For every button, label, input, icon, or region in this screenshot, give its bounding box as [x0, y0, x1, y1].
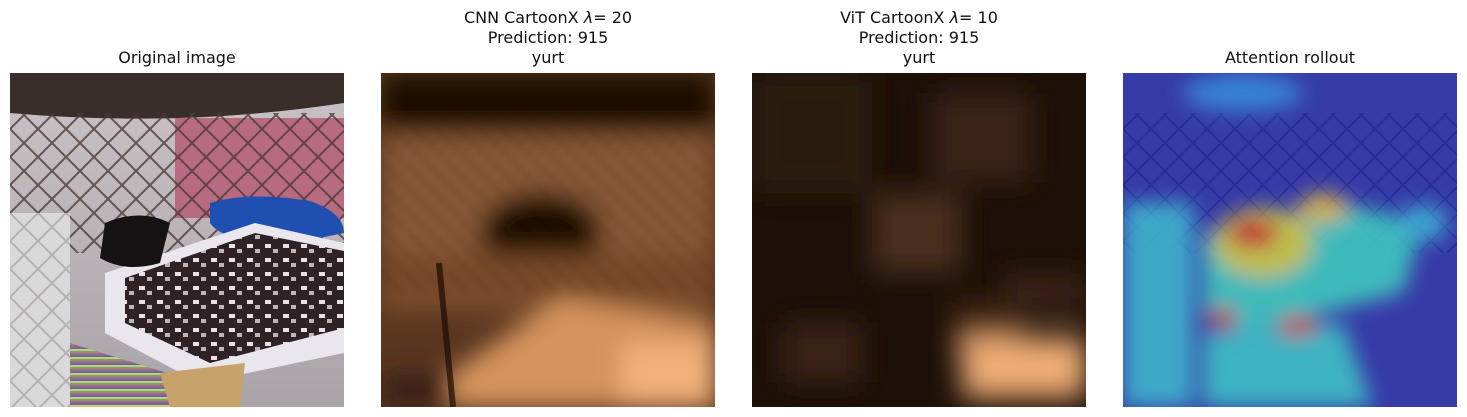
panel-original: Original image: [10, 0, 344, 417]
vit-title-line: ViT CartoonX λ= 10: [752, 8, 1086, 28]
lambda-value: = 20: [593, 8, 633, 27]
original-image: [10, 73, 344, 407]
panel-title: Attention rollout: [1123, 48, 1457, 68]
cnn-class-label: yurt: [531, 48, 565, 67]
panel-cnn-cartoonx: CNN CartoonX λ= 20 Prediction: 915 yurt: [381, 0, 715, 417]
panel-title: CNN CartoonX λ= 20 Prediction: 915 yurt: [381, 8, 715, 68]
panel-title: ViT CartoonX λ= 10 Prediction: 915 yurt: [752, 8, 1086, 68]
lambda-value: = 10: [959, 8, 998, 27]
original-title: Original image: [118, 48, 236, 67]
lambda-symbol: λ: [583, 8, 594, 27]
vit-cartoonx-mask: [752, 73, 1086, 407]
vit-title-prefix: ViT CartoonX: [840, 8, 950, 27]
attention-title: Attention rollout: [1224, 48, 1356, 67]
panel-vit-cartoonx: ViT CartoonX λ= 10 Prediction: 915 yurt: [752, 0, 1086, 417]
lambda-symbol: λ: [949, 8, 960, 27]
cnn-cartoonx-mask: [381, 73, 715, 407]
cnn-prediction: Prediction: 915: [487, 28, 609, 47]
vit-class-label: yurt: [902, 48, 936, 67]
cnn-title-line: CNN CartoonX λ= 20: [381, 8, 715, 28]
panel-attention-rollout: Attention rollout: [1123, 0, 1457, 417]
panel-title: Original image: [10, 48, 344, 68]
cnn-title-prefix: CNN CartoonX: [463, 8, 584, 27]
attention-rollout-overlay: [1123, 73, 1457, 407]
vit-prediction: Prediction: 915: [858, 28, 980, 47]
